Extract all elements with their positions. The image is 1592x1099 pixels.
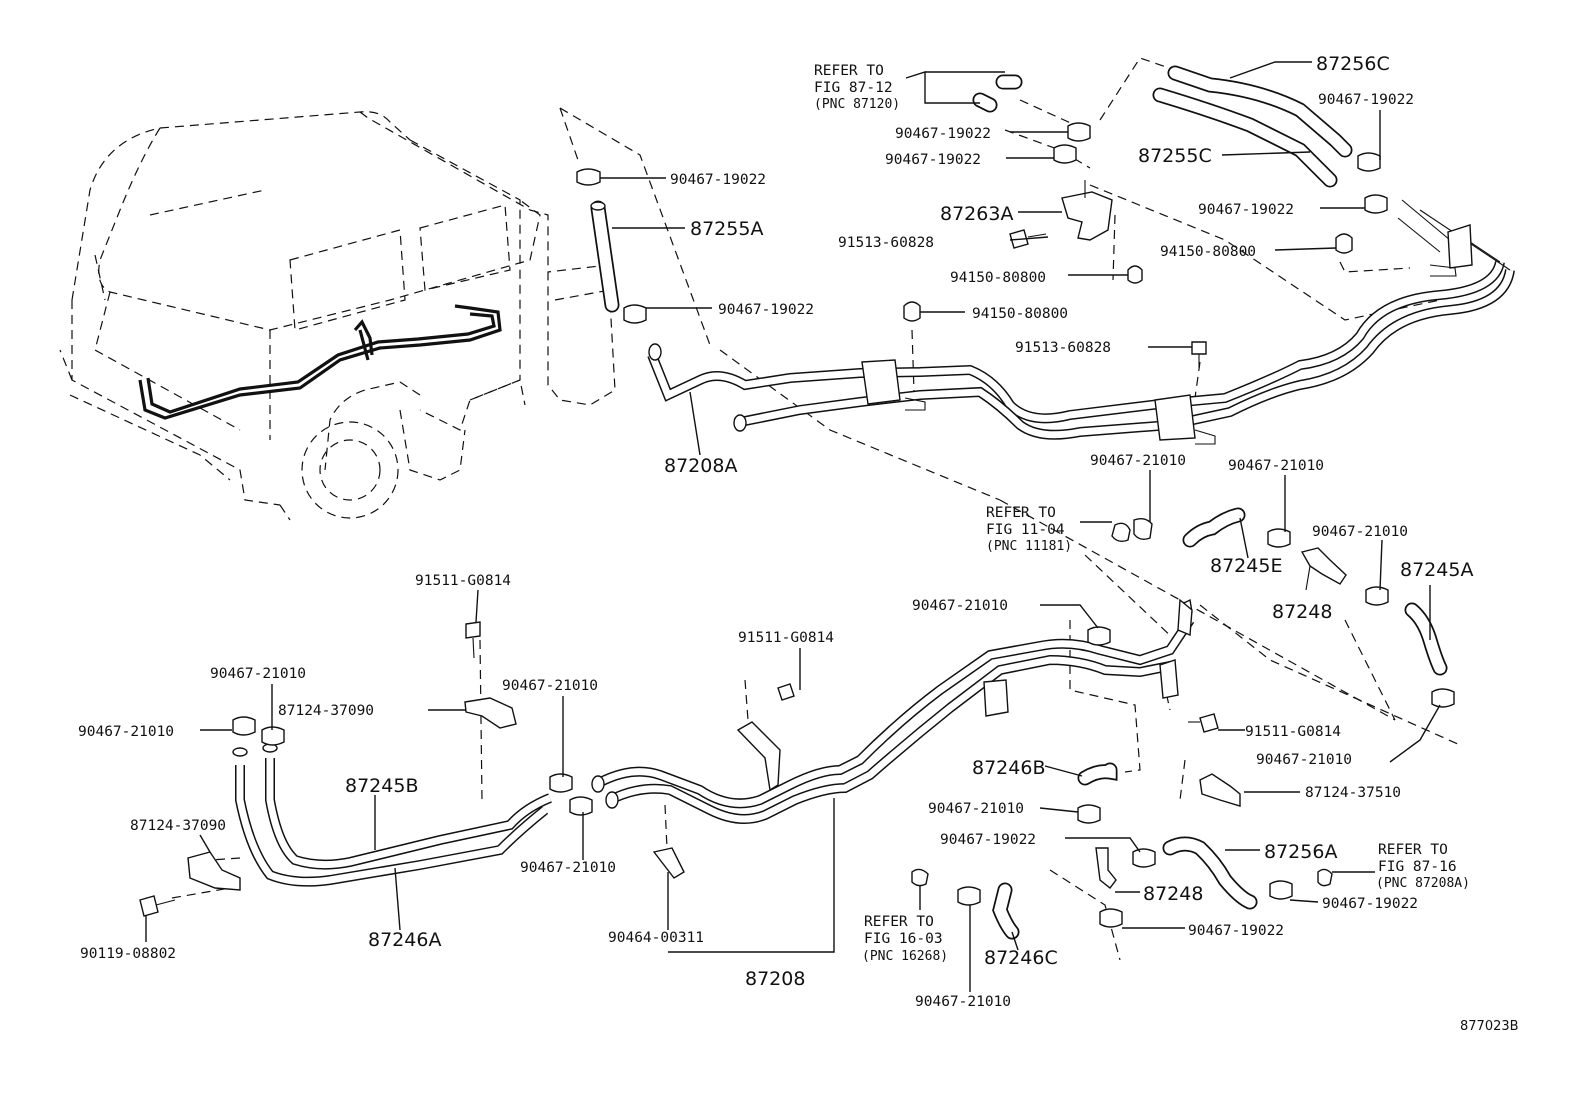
label-90467-19022: 90467-19022 [718,302,814,318]
ref-label: REFER TO [986,505,1056,521]
label-90467-19022: 90467-19022 [1198,202,1294,218]
pipe-87208 [591,598,1219,879]
ref-label: FIG 16-03 [864,931,943,947]
label-87246C: 87246C [984,947,1058,969]
truck-outline [59,111,616,521]
label-91511-G0814: 91511-G0814 [738,630,834,646]
label-87248: 87248 [1143,883,1203,905]
label-87124-37090: 87124-37090 [130,818,226,834]
ref-label: FIG 11-04 [986,522,1065,538]
ref-label: (PNC 87208A) [1376,876,1470,891]
label-87245A: 87245A [1400,559,1473,581]
label-90467-19022: 90467-19022 [895,126,991,142]
label-87256A: 87256A [1264,841,1337,863]
ref-label: FIG 87-16 [1378,859,1457,875]
ref-label: REFER TO [1378,842,1448,858]
label-90467-21010: 90467-21010 [912,598,1008,614]
ref-label: FIG 87-12 [814,80,893,96]
pipe-87208A [647,199,1515,445]
truck-piping-harness [138,304,502,420]
label-91513-60828: 91513-60828 [838,235,934,251]
label-90467-21010: 90467-21010 [915,994,1011,1010]
hoses-87256C-87255C [972,65,1353,188]
label-87248: 87248 [1272,601,1332,623]
bracket-87263A [1061,180,1113,241]
label-90467-19022: 90467-19022 [670,172,766,188]
ref-label: REFER TO [814,63,884,79]
label-87208: 87208 [745,968,805,990]
label-91511-G0814: 91511-G0814 [1245,724,1341,740]
label-87255C: 87255C [1138,145,1212,167]
ref-label: (PNC 87120) [814,97,900,112]
label-94150-80800: 94150-80800 [1160,244,1256,260]
label-90467-21010: 90467-21010 [502,678,598,694]
label-87255A: 87255A [690,218,763,240]
clamps-upper-left [576,168,647,324]
label-87124-37090: 87124-37090 [278,703,374,719]
label-87246A: 87246A [368,929,441,951]
label-90467-21010: 90467-21010 [210,666,306,682]
label-87124-37510: 87124-37510 [1305,785,1401,801]
label-90467-21010: 90467-21010 [1228,458,1324,474]
label-90467-19022: 90467-19022 [1322,896,1418,912]
bolts-and-nuts-upper [903,229,1353,368]
guide-lines [171,57,1461,961]
ref-label: (PNC 16268) [862,949,948,964]
label-90467-21010: 90467-21010 [928,801,1024,817]
label-90467-19022: 90467-19022 [1188,923,1284,939]
clip-87124-37090-lower [139,851,241,917]
label-90467-19022: 90467-19022 [885,152,981,168]
label-87245E: 87245E [1210,555,1282,577]
clamps-upper-right [1053,122,1388,214]
label-87256C: 87256C [1316,53,1390,75]
label-90467-21010: 90467-21010 [1312,524,1408,540]
part-labels: 90467-19022 87255A 90467-19022 87208A RE… [78,53,1519,1034]
ref-label: (PNC 11181) [986,539,1072,554]
clip-87124-37090-upper [464,621,517,729]
leader-lines [145,61,1441,992]
label-90467-19022: 90467-19022 [1318,92,1414,108]
label-87246B: 87246B [972,757,1045,779]
label-90467-21010: 90467-21010 [78,724,174,740]
figure-code: 877023B [1460,1019,1519,1034]
hose-87255A [590,200,620,313]
label-94150-80800: 94150-80800 [950,270,1046,286]
label-90467-21010: 90467-21010 [1090,453,1186,469]
label-90467-21010: 90467-21010 [520,860,616,876]
hoses-87245B-87246A [232,716,552,887]
label-91511-G0814: 91511-G0814 [415,573,511,589]
ref-label: REFER TO [864,914,934,930]
lower-right-parts [911,626,1333,940]
label-90467-19022: 90467-19022 [940,832,1036,848]
label-87263A: 87263A [940,203,1013,225]
label-90467-21010: 90467-21010 [1256,752,1352,768]
clamps-lower-left [549,773,593,816]
label-91513-60828: 91513-60828 [1015,340,1111,356]
label-94150-80800: 94150-80800 [972,306,1068,322]
label-90119-08802: 90119-08802 [80,946,176,962]
label-87245B: 87245B [345,775,418,797]
label-87208A: 87208A [664,455,737,477]
label-90464-00311: 90464-00311 [608,930,704,946]
